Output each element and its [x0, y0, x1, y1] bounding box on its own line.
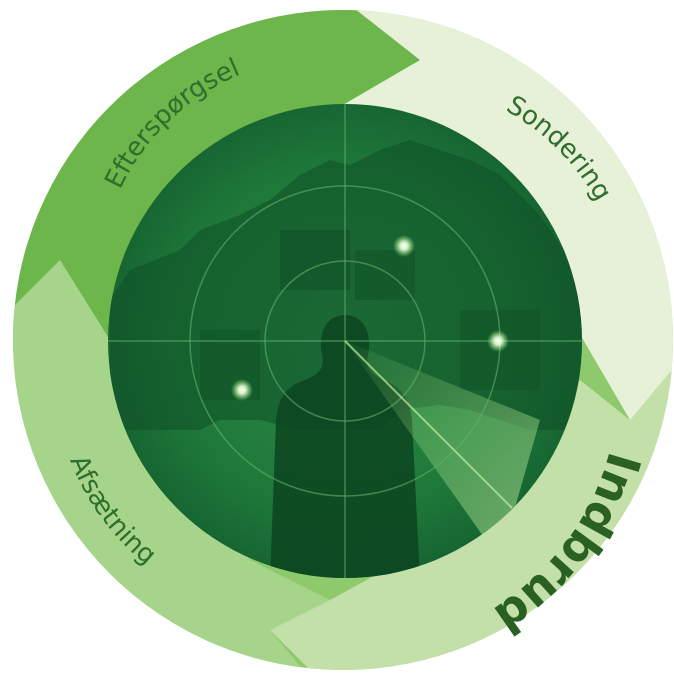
radar-blip	[487, 330, 509, 352]
radar-sweep-line	[344, 340, 513, 509]
radar-blip	[231, 379, 253, 401]
radar-sweep	[345, 341, 540, 560]
radar	[108, 104, 582, 578]
building-2	[355, 250, 415, 300]
building-1	[280, 230, 350, 290]
radar-blip	[393, 235, 415, 257]
